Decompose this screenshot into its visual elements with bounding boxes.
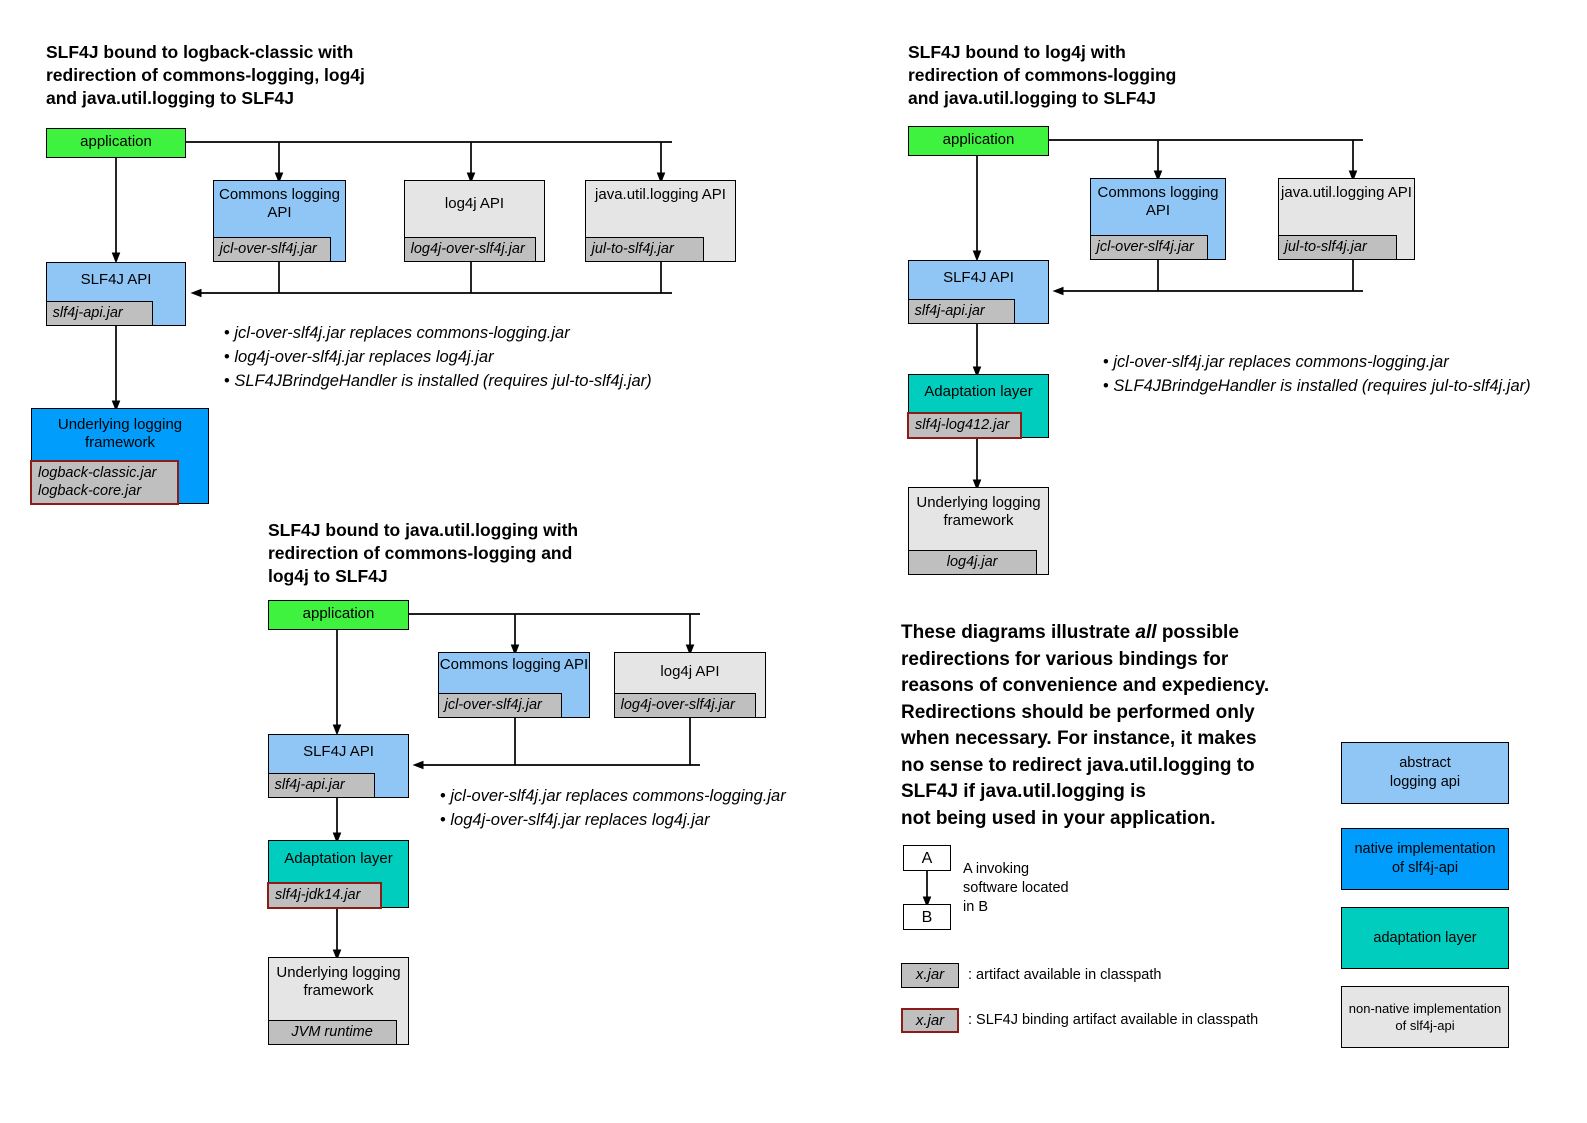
node-slf4j-api-log4j[interactable]: SLF4J API slf4j-api.jar [907,260,1049,325]
node-commons-logging-api-jul[interactable]: Commons logging API jcl-over-slf4j.jar [437,652,590,719]
node-commons-logging-api-logback[interactable]: Commons logging API jcl-over-slf4j.jar [212,180,346,263]
bullets-jul: jcl-over-slf4j.jar replaces commons-logg… [440,784,786,832]
jar-chip: JVM runtime [267,1020,397,1046]
node-label: application [302,605,375,622]
node-application-jul[interactable]: application [268,600,409,630]
diagram-title-jul: SLF4J bound to java.util.logging with re… [268,520,579,586]
node-underlying-framework-log4j[interactable]: Underlying logging framework log4j.jar [907,487,1049,576]
node-label: log4j API [444,195,505,212]
node-label: SLF4J API [303,743,374,760]
bullet-item: SLF4JBrindgeHandler is installed (requir… [224,369,651,393]
explanatory-note: These diagrams illustrate all possible r… [901,620,1341,832]
bullet-item: jcl-over-slf4j.jar replaces commons-logg… [224,321,652,345]
node-label: SLF4J API [943,269,1014,286]
node-label: java.util.logging API [1281,184,1412,201]
node-label: log4j API [660,663,720,680]
node-label: Commons logging API [439,656,589,673]
note-text-after: possible redirections for various bindin… [901,622,1270,829]
bullet-item: log4j-over-slf4j.jar replaces log4j.jar [224,345,652,369]
jar-chip: log4j-over-slf4j.jar [613,693,756,719]
legend-box-b: B [903,904,951,930]
legend-swatch-label: native implementation of slf4j-api [1354,841,1496,876]
node-adaptation-layer-log4j[interactable]: Adaptation layer slf4j-log412.jar [907,374,1049,439]
jar-chip: jcl-over-slf4j.jar [437,693,562,719]
node-label: java.util.logging API [595,186,726,203]
node-underlying-framework-jul[interactable]: Underlying logging framework JVM runtime [267,957,409,1046]
node-label: Underlying logging framework [57,416,183,451]
legend-artifact-chip: x.jar [901,963,959,988]
node-adaptation-layer-jul[interactable]: Adaptation layer slf4j-jdk14.jar [267,840,409,909]
jar-chip: log4j-over-slf4j.jar [403,237,536,263]
legend-binding-artifact-caption: : SLF4J binding artifact available in cl… [968,1012,1259,1028]
legend-swatch-label: non-native implementation of slf4j-api [1348,1001,1502,1033]
legend-box-b-label: B [921,909,933,926]
node-label: Commons logging API [1097,184,1219,219]
node-label: Underlying logging framework [276,964,401,999]
legend-box-a: A [903,845,951,871]
node-label: application [80,133,152,150]
legend-swatch-non-native-implementation: non-native implementation of slf4j-api [1341,986,1509,1048]
node-java-util-logging-api-log4j[interactable]: java.util.logging API jul-to-slf4j.jar [1277,178,1415,261]
jar-chip: log4j.jar [907,550,1037,576]
jar-chip: slf4j-api.jar [907,299,1015,325]
bullets-logback: jcl-over-slf4j.jar replaces commons-logg… [224,321,652,393]
node-application-log4j[interactable]: application [908,126,1049,156]
legend-binding-artifact-chip: x.jar [901,1008,959,1033]
jar-chip: jcl-over-slf4j.jar [212,237,331,263]
legend-swatch-label: adaptation layer [1373,929,1477,946]
legend-artifact-row: x.jar [901,963,959,988]
node-label: Commons logging API [219,186,340,221]
node-label: Adaptation layer [284,850,393,867]
node-label: SLF4J API [80,271,152,288]
legend-swatch-abstract-logging-api: abstract logging api [1341,742,1509,804]
node-label: Underlying logging framework [916,494,1041,529]
node-underlying-framework-logback[interactable]: Underlying logging framework logback-cla… [30,408,209,505]
legend-swatch-native-implementation: native implementation of slf4j-api [1341,828,1509,890]
bullets-log4j: jcl-over-slf4j.jar replaces commons-logg… [1103,350,1531,398]
bullet-item: SLF4JBrindgeHandler is installed (requir… [1103,374,1530,398]
jar-chip: slf4j-api.jar [45,301,153,327]
jar-chip-binding: slf4j-log412.jar [907,412,1022,439]
jar-chip: jul-to-slf4j.jar [584,237,704,263]
jar-chip-binding: slf4j-jdk14.jar [267,882,382,909]
jar-chip: jul-to-slf4j.jar [1277,235,1397,261]
bullet-item: log4j-over-slf4j.jar replaces log4j.jar [440,808,786,832]
legend-swatch-adaptation-layer: adaptation layer [1341,907,1509,969]
node-log4j-api-jul[interactable]: log4j API log4j-over-slf4j.jar [613,652,766,719]
note-text-before: These diagrams illustrate [901,622,1136,643]
bullet-item: jcl-over-slf4j.jar replaces commons-logg… [440,784,785,808]
node-slf4j-api-jul[interactable]: SLF4J API slf4j-api.jar [267,734,409,799]
legend-invocation-caption: A invoking software located in B [963,861,1069,915]
node-java-util-logging-api-logback[interactable]: java.util.logging API jul-to-slf4j.jar [584,180,736,263]
jar-chip: slf4j-api.jar [267,773,375,799]
legend-artifact-caption: : artifact available in classpath [968,967,1162,983]
legend-swatch-label: abstract logging api [1389,755,1461,790]
node-slf4j-api-logback[interactable]: SLF4J API slf4j-api.jar [45,262,186,327]
node-label: Adaptation layer [924,383,1033,400]
jar-chip-binding: logback-classic.jar logback-core.jar [30,460,179,505]
node-commons-logging-api-log4j[interactable]: Commons logging API jcl-over-slf4j.jar [1089,178,1226,261]
diagram-title-logback: SLF4J bound to logback-classic with redi… [46,42,365,108]
legend-binding-artifact-row: x.jar [901,1008,959,1033]
jar-chip: jcl-over-slf4j.jar [1089,235,1208,261]
node-log4j-api-logback[interactable]: log4j API log4j-over-slf4j.jar [403,180,545,263]
legend-box-a-label: A [921,850,933,867]
node-application-logback[interactable]: application [46,128,186,158]
node-label: application [942,131,1015,148]
diagram-title-log4j: SLF4J bound to log4j with redirection of… [908,42,1177,108]
note-emphasis: all [1135,622,1157,643]
bullet-item: jcl-over-slf4j.jar replaces commons-logg… [1103,350,1531,374]
